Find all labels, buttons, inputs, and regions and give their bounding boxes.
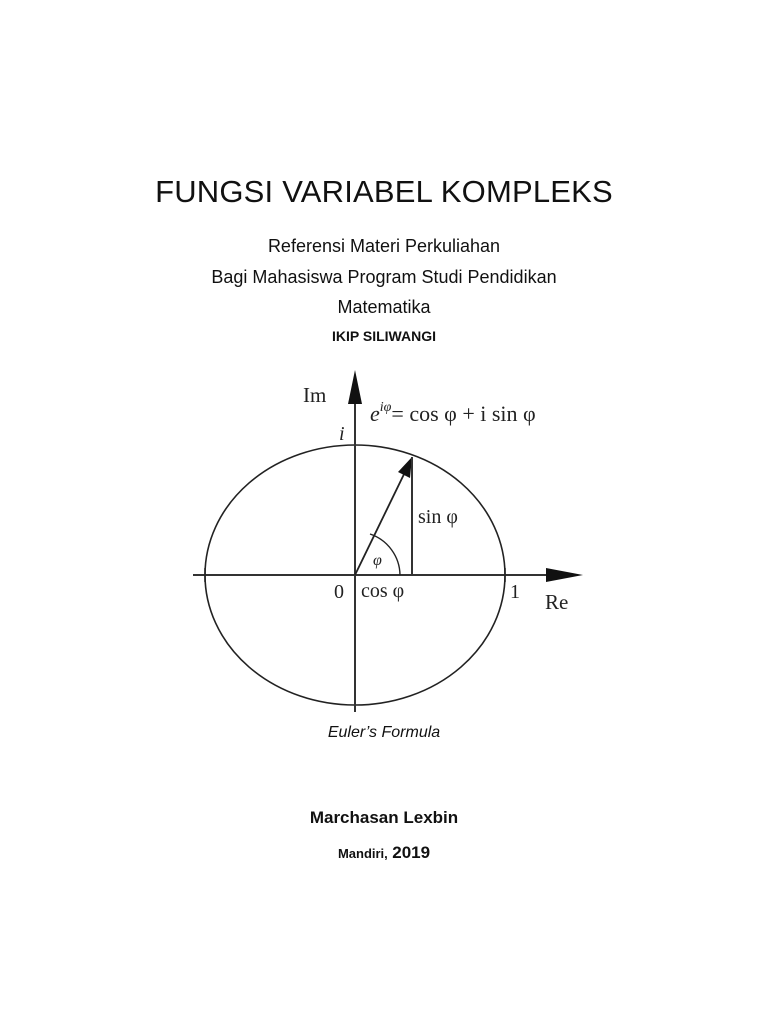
angle-label: φ bbox=[373, 552, 382, 569]
institution: IKIP SILIWANGI bbox=[332, 328, 436, 344]
publication-year: 2019 bbox=[392, 843, 431, 862]
i-label: i bbox=[339, 423, 345, 445]
document-title: FUNGSI VARIABEL KOMPLEKS bbox=[155, 174, 613, 209]
imaginary-axis-arrow-icon bbox=[348, 370, 362, 404]
re-label: Re bbox=[545, 590, 568, 614]
real-axis-arrow-icon bbox=[546, 568, 583, 582]
origin-label: 0 bbox=[334, 581, 344, 603]
publisher-line: Mandiri, 2019 bbox=[0, 843, 768, 863]
subtitle-line-2: Bagi Mahasiswa Program Studi Pendidikan bbox=[211, 267, 557, 287]
subtitle-line-3: Matematika bbox=[337, 297, 431, 317]
unit-vector bbox=[354, 467, 408, 576]
subtitle-line-1: Referensi Materi Perkuliahan bbox=[267, 236, 501, 256]
im-label: Im bbox=[303, 383, 326, 407]
publisher-place: Mandiri, bbox=[337, 846, 388, 861]
one-label: 1 bbox=[510, 581, 520, 603]
angle-arc bbox=[369, 533, 401, 576]
figure-caption: Euler’s Formula bbox=[327, 724, 441, 741]
unit-vector-arrow-icon bbox=[398, 457, 412, 478]
euler-formula: eiφ= cos φ + i sin φ bbox=[370, 400, 536, 426]
author-name: Marchasan Lexbin bbox=[309, 808, 459, 827]
cos-label: cos φ bbox=[361, 580, 404, 602]
sin-label: sin φ bbox=[418, 506, 458, 528]
